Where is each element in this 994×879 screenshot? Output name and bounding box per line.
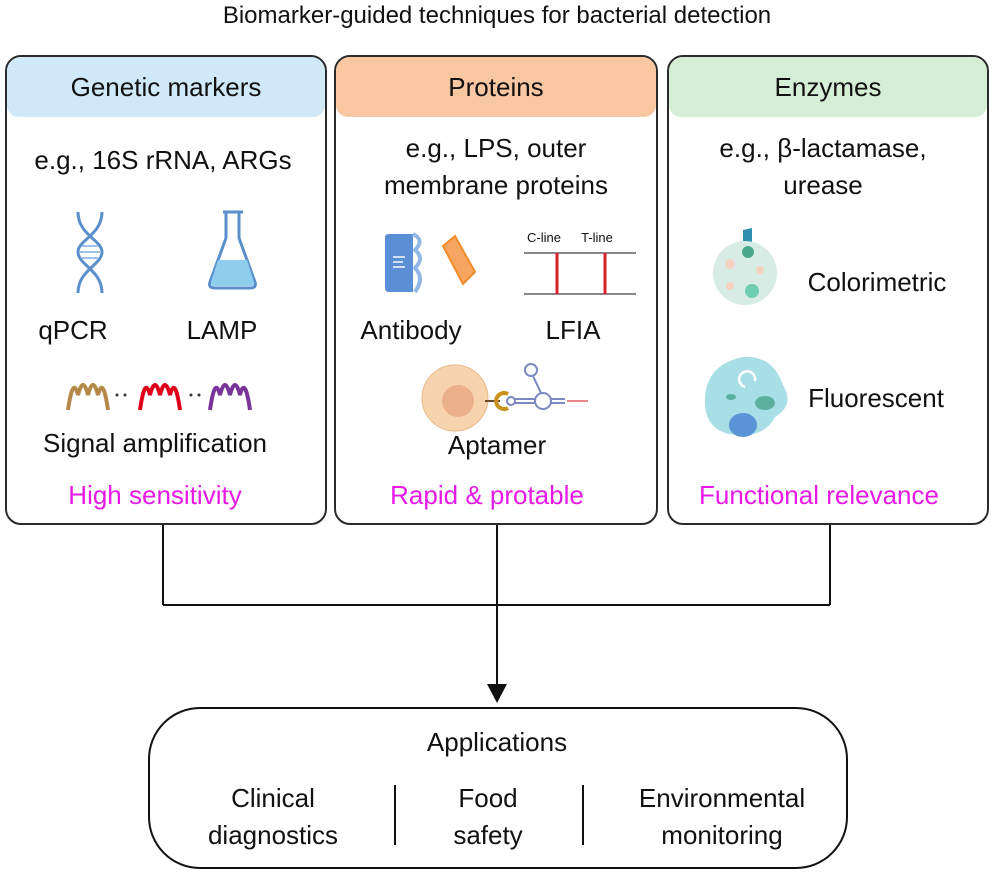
flask-icon [208,210,257,290]
dna-icon [76,211,104,294]
divider [582,785,584,845]
panel-genetic-markers: Genetic markers [5,55,327,525]
panel-header: Enzymes [669,57,987,117]
examples-text-line-2: membrane proteins [384,170,608,200]
c-line-label: C-line [527,230,561,245]
panel-header: Genetic markers [7,57,325,117]
application-line-1: Food [458,783,518,813]
antibody-label: Antibody [360,315,462,345]
panel-proteins: Proteins [334,55,658,525]
signal-amplification-label: Signal amplification [42,428,268,458]
lfia-strip-icon [524,252,636,295]
diagram-title: Biomarker-guided techniques for bacteria… [222,2,772,29]
examples-text-line-1: e.g., β-lactamase, [719,133,927,163]
applications-box [148,707,848,869]
applications-title: Applications [426,727,568,757]
application-line-2: safety [453,820,523,850]
application-line-1: Environmental [638,783,806,813]
application-line-1: Clinical [231,783,315,813]
colorimetric-label: Colorimetric [807,267,947,297]
antibody-icon [385,232,477,294]
aptamer-label: Aptamer [447,430,547,460]
feature-text: Rapid & protable [390,480,584,510]
panel-enzymes: Enzymes [667,55,989,525]
application-food-safety: Food safety [453,780,522,854]
application-line-2: monitoring [661,820,783,850]
fluorescent-icon [704,356,788,437]
application-environmental-monitoring: Environmental monitoring [639,780,805,854]
lfia-label: LFIA [545,315,601,345]
panel-header: Proteins [336,57,656,117]
aptamer-icon [421,363,588,432]
t-line-label: T-line [581,230,613,245]
divider [394,785,396,845]
fluorescent-label: Fluorescent [808,383,944,413]
examples-text-line-2: urease [783,170,863,200]
lamp-label: LAMP [186,315,258,345]
feature-text: High sensitivity [68,480,242,510]
application-line-2: diagnostics [207,820,339,850]
examples-text-line-1: e.g., LPS, outer [405,133,587,163]
colorimetric-icon [713,228,777,305]
qpcr-label: qPCR [38,315,108,345]
application-clinical-diagnostics: Clinical diagnostics [208,780,338,854]
feature-text: Functional relevance [699,480,939,510]
signal-amplification-icon [66,383,252,411]
examples-text: e.g., 16S rRNA, ARGs [34,145,292,175]
arrow-head-icon [487,684,507,703]
